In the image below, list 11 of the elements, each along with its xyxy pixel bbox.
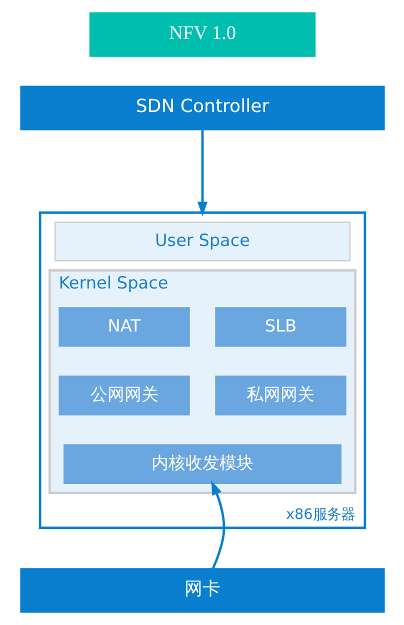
node-box: SLB [214,307,346,347]
node-box: SDN Controller [20,86,384,130]
node-box: NAT [58,307,190,347]
node-box: NFV 1.0 [88,12,316,57]
arrow [196,130,208,216]
node-box: 私网网关 [214,376,346,416]
node-box: 网卡 [20,568,384,613]
node-box: 内核收发模块 [63,444,341,484]
node-box: User Space [54,222,350,262]
node-box: 公网网关 [58,376,190,416]
arrow [210,480,225,570]
